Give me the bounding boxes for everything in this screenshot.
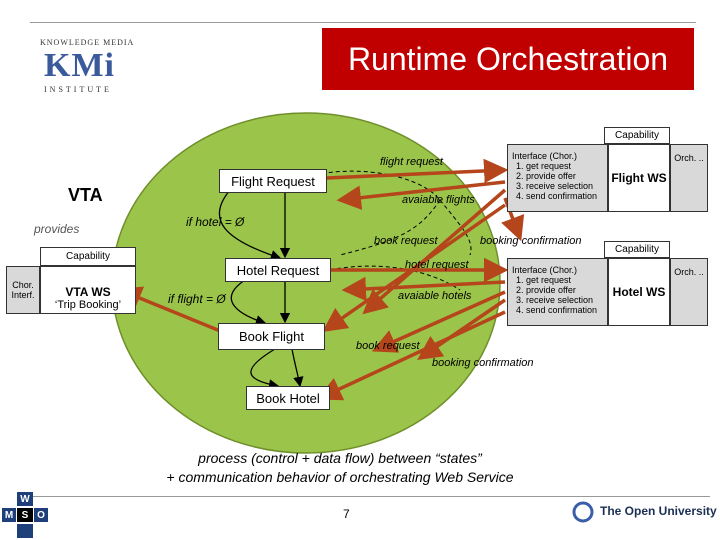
kmi-logo-line2: INSTITUTE [44, 85, 112, 94]
flight-ws-step: receive selection [526, 181, 604, 191]
flight-ws-orch: Orch. .. [670, 144, 708, 212]
top-rule [30, 22, 696, 23]
hotel-ws-step: send confirmation [526, 305, 604, 315]
condition-if-hotel: if hotel = Ø [186, 215, 245, 229]
state-book-hotel: Book Hotel [246, 386, 330, 410]
vta-ws-subtitle: ‘Trip Booking’ [54, 299, 122, 311]
hotel-ws-capability-header: Capability [604, 241, 670, 258]
vta-ws-box: VTA WS ‘Trip Booking’ [40, 266, 136, 314]
wsmo-letter-o: O [34, 508, 48, 522]
hotel-ws-step: receive selection [526, 295, 604, 305]
provides-label: provides [34, 222, 80, 236]
condition-if-flight: if flight = Ø [168, 292, 226, 306]
msg-book-request-1: book request [374, 235, 438, 247]
msg-available-hotels: avaiable hotels [398, 290, 472, 302]
msg-book-request-2: book request [356, 340, 420, 352]
hotel-ws-interface: Interface (Chor.) get request provide of… [507, 258, 608, 326]
vta-label: VTA [68, 185, 103, 205]
caption-line-2: + communication behavior of orchestratin… [166, 469, 514, 485]
hotel-ws-box: Hotel WS [608, 258, 670, 326]
ou-logo-text: The Open University [600, 504, 717, 518]
wsmo-letter-s: S [17, 508, 33, 522]
flight-ws-interface: Interface (Chor.) get request provide of… [507, 144, 608, 212]
flight-ws-capability-header: Capability [604, 127, 670, 144]
hotel-ws-step: get request [526, 275, 604, 285]
wsmo-logo: W S M O [2, 492, 48, 538]
wsmo-letter-w: W [17, 492, 33, 506]
title-bar [322, 28, 694, 90]
slide-title: Runtime Orchestration [347, 40, 669, 77]
hotel-ws-step: provide offer [526, 285, 604, 295]
open-university-logo: The Open University [572, 500, 717, 526]
wsmo-bottom-block [17, 524, 33, 538]
flight-ws-box: Flight WS [608, 144, 670, 212]
control-flow [218, 189, 304, 390]
msg-flight-request: flight request [380, 156, 443, 168]
flight-ws-steps: get request provide offer receive select… [512, 161, 604, 201]
vta-capability-header: Capability [40, 247, 136, 266]
msg-hotel-request: hotel request [405, 259, 469, 271]
hotel-ws-interface-title: Interface (Chor.) [512, 265, 578, 275]
ou-shield-icon [572, 501, 594, 523]
kmi-logo: KNOWLEDGE MEDIA KMi INSTITUTE [30, 22, 138, 94]
caption-line-1: process (control + data flow) between “s… [198, 450, 482, 466]
communication-arrows [116, 158, 525, 401]
state-hotel-request: Hotel Request [225, 258, 331, 282]
flight-ws-step: get request [526, 161, 604, 171]
state-flight-request: Flight Request [219, 169, 327, 193]
flight-ws-step: provide offer [526, 171, 604, 181]
vta-chor-interface: Chor. Interf. [6, 266, 40, 314]
wsmo-letter-m: M [2, 508, 16, 522]
page-number: 7 [343, 507, 350, 521]
footer-rule [30, 496, 710, 497]
state-book-flight: Book Flight [218, 323, 325, 350]
msg-booking-confirmation-1: booking confirmation [480, 235, 582, 247]
kmi-logo-line1: KNOWLEDGE MEDIA [40, 38, 135, 47]
hotel-ws-steps: get request provide offer receive select… [512, 275, 604, 315]
vta-ws-name: VTA WS [65, 285, 111, 299]
hotel-ws-orch: Orch. .. [670, 258, 708, 326]
kmi-logo-mark: KMi [44, 47, 115, 84]
msg-booking-confirmation-2: booking confirmation [432, 357, 534, 369]
flight-ws-interface-title: Interface (Chor.) [512, 151, 578, 161]
flight-ws-step: send confirmation [526, 191, 604, 201]
msg-available-flights: avaiable flights [402, 194, 475, 206]
